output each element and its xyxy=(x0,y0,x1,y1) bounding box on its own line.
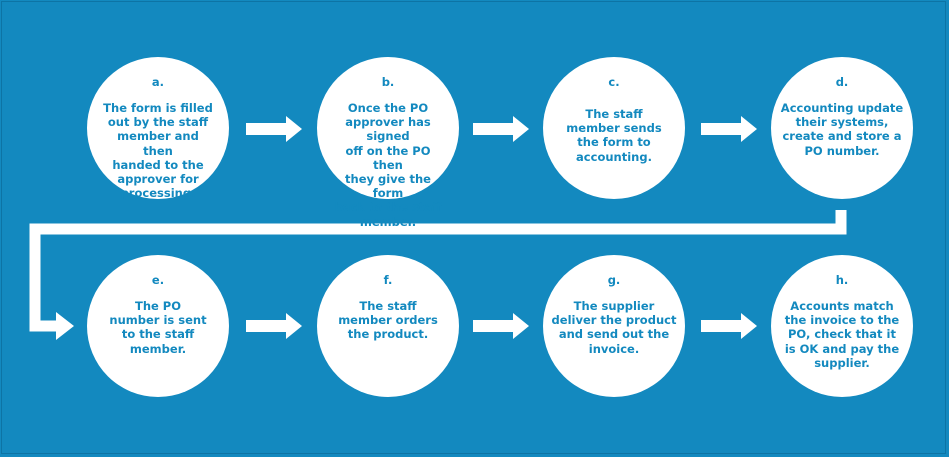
step-letter: g. xyxy=(607,273,621,287)
step-letter: d. xyxy=(835,75,849,89)
connector-d-to-e-head xyxy=(56,312,74,340)
step-a: a. The form is filled out by the staff m… xyxy=(87,57,229,201)
step-d: d. Accounting update their systems, crea… xyxy=(771,57,913,199)
step-description: The staff member orders the product. xyxy=(338,299,438,342)
step-letter: a. xyxy=(151,75,165,89)
connector-d-to-e xyxy=(29,210,847,332)
step-g: g. The supplier deliver the product and … xyxy=(543,255,685,397)
arrow-g-to-h xyxy=(701,313,757,339)
step-description: The supplier deliver the product and sen… xyxy=(551,299,677,356)
step-letter: f. xyxy=(383,273,393,287)
step-c: c. The staff member sends the form to ac… xyxy=(543,57,685,199)
step-letter: b. xyxy=(381,75,395,89)
step-description: Once the PO approver has signed off on t… xyxy=(334,101,442,229)
step-description: Accounting update their systems, create … xyxy=(780,101,904,158)
step-f: f. The staff member orders the product. xyxy=(317,255,459,397)
step-b: b. Once the PO approver has signed off o… xyxy=(317,57,459,229)
step-letter: h. xyxy=(835,273,849,287)
step-letter: e. xyxy=(151,273,165,287)
arrow-c-to-d xyxy=(701,116,757,142)
step-description: The PO number is sent to the staff membe… xyxy=(109,299,207,356)
arrow-a-to-b xyxy=(246,116,302,142)
step-description: Accounts match the invoice to the PO, ch… xyxy=(784,299,900,370)
arrow-b-to-c xyxy=(473,116,529,142)
step-description: The form is filled out by the staff memb… xyxy=(103,101,213,201)
arrow-e-to-f xyxy=(246,313,302,339)
step-letter: c. xyxy=(608,75,620,89)
step-e: e. The PO number is sent to the staff me… xyxy=(87,255,229,397)
arrow-f-to-g xyxy=(473,313,529,339)
step-description: The staff member sends the form to accou… xyxy=(566,107,662,164)
step-h: h. Accounts match the invoice to the PO,… xyxy=(771,255,913,397)
